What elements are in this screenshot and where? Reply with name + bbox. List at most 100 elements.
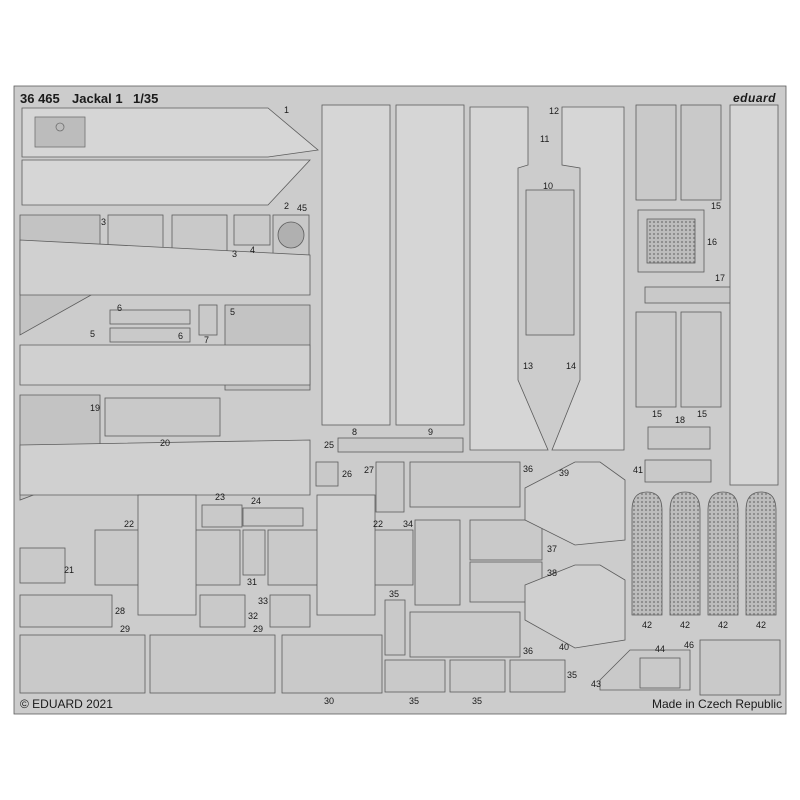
part-number-29a: 29 (120, 624, 131, 634)
part-21-strips (19, 547, 66, 584)
part-45-disc (277, 221, 305, 249)
part-number-42d: 42 (756, 620, 767, 630)
part-number-5a: 5 (90, 329, 96, 339)
part-30-rails (281, 634, 383, 694)
part-18-plate (647, 426, 711, 450)
part-11-plate (469, 106, 549, 451)
part-1-side-panel (21, 107, 319, 158)
part-number-12: 12 (549, 106, 560, 116)
part-number-26: 26 (342, 469, 353, 479)
part-number-30: 30 (324, 696, 335, 706)
part-number-43: 43 (591, 679, 602, 689)
part-number-35b: 35 (409, 696, 420, 706)
part-number-9: 9 (428, 427, 434, 437)
part-7-vent (198, 304, 218, 336)
part-27-brackets (375, 461, 405, 513)
part-25-strip (337, 437, 464, 453)
part-34-plate (414, 519, 461, 606)
part-32-strip (199, 594, 246, 628)
part-24-strip (242, 507, 304, 527)
part-long-strip (729, 104, 779, 486)
part-number-29b: 29 (253, 624, 264, 634)
part-3-pad-right (171, 214, 228, 254)
part-23-strip (201, 504, 243, 528)
part-40-shield (524, 564, 626, 649)
part-1-bracket (34, 116, 86, 148)
part-39-shield (524, 461, 626, 546)
part-number-16: 16 (707, 237, 718, 247)
part-46-rails (699, 639, 781, 696)
part-number-35d: 35 (567, 670, 578, 680)
part-number-15a: 15 (711, 201, 722, 211)
part-29-rails-right (149, 634, 276, 694)
sheet-scale: 1/35 (133, 91, 159, 106)
part-15-rails-bottom-left (635, 311, 677, 408)
part-number-14: 14 (566, 361, 577, 371)
part-number-41: 41 (633, 465, 644, 475)
brand-logo: eduard (733, 91, 777, 105)
part-42-mesh-3 (707, 491, 739, 616)
part-number-32: 32 (248, 611, 259, 621)
part-4-plate (233, 214, 271, 246)
part-number-46: 46 (684, 640, 695, 650)
sheet-name: Jackal 1 (72, 91, 123, 106)
part-number-6a: 6 (117, 303, 123, 313)
part-number-44: 44 (655, 644, 666, 654)
part-number-18: 18 (675, 415, 686, 425)
part-number-40: 40 (559, 642, 570, 652)
part-number-22b: 22 (373, 519, 384, 529)
part-19-strip (19, 439, 311, 496)
part-35-strip-a (384, 659, 446, 693)
part-37-bracket (469, 519, 543, 561)
part-44-box (639, 657, 681, 689)
part-number-37: 37 (547, 544, 558, 554)
part-number-4: 4 (250, 245, 256, 255)
part-number-10: 10 (543, 181, 554, 191)
part-42-mesh-1 (631, 491, 663, 616)
part-number-3b: 3 (232, 249, 238, 259)
part-33-strip (269, 594, 311, 628)
part-number-35a: 35 (389, 589, 400, 599)
part-41-plate (644, 459, 712, 483)
part-36-plate-lower (409, 611, 521, 658)
origin-text: Made in Czech Republic (652, 697, 783, 711)
part-number-42b: 42 (680, 620, 691, 630)
sheet-code: 36 465 (20, 91, 60, 106)
part-number-45: 45 (297, 203, 308, 213)
part-29-rails-left (19, 634, 146, 694)
part-number-34: 34 (403, 519, 414, 529)
part-10-frame (525, 189, 575, 336)
part-number-3a: 3 (101, 217, 107, 227)
part-number-33: 33 (258, 596, 269, 606)
part-35-column (384, 599, 406, 656)
copyright-text: © EDUARD 2021 (20, 697, 113, 711)
part-number-17: 17 (715, 273, 726, 283)
part-number-23: 23 (215, 492, 226, 502)
part-number-24: 24 (251, 496, 262, 506)
part-number-22a: 22 (124, 519, 135, 529)
part-8-door (321, 104, 391, 426)
part-number-13: 13 (523, 361, 534, 371)
part-number-27: 27 (364, 465, 375, 475)
part-42-mesh-2 (669, 491, 701, 616)
part-number-7: 7 (204, 335, 210, 345)
part-2-side-panel (21, 159, 311, 206)
part-number-42a: 42 (642, 620, 653, 630)
part-22-box-left (137, 494, 197, 616)
part-6-bracket-lower (109, 327, 191, 343)
part-number-6b: 6 (178, 331, 184, 341)
part-number-31: 31 (247, 577, 258, 587)
part-number-5b: 5 (230, 307, 236, 317)
part-15-rails-top-right (680, 104, 722, 201)
part-number-15b: 15 (652, 409, 663, 419)
part-5-strip-lower (19, 344, 311, 386)
part-number-2: 2 (284, 201, 290, 211)
part-number-20: 20 (160, 438, 171, 448)
part-number-42c: 42 (718, 620, 729, 630)
part-26-clip (315, 461, 339, 487)
part-31-strips (242, 529, 266, 576)
part-number-1: 1 (284, 105, 290, 115)
part-9-door (395, 104, 465, 426)
part-5-strip-upper (19, 239, 311, 296)
